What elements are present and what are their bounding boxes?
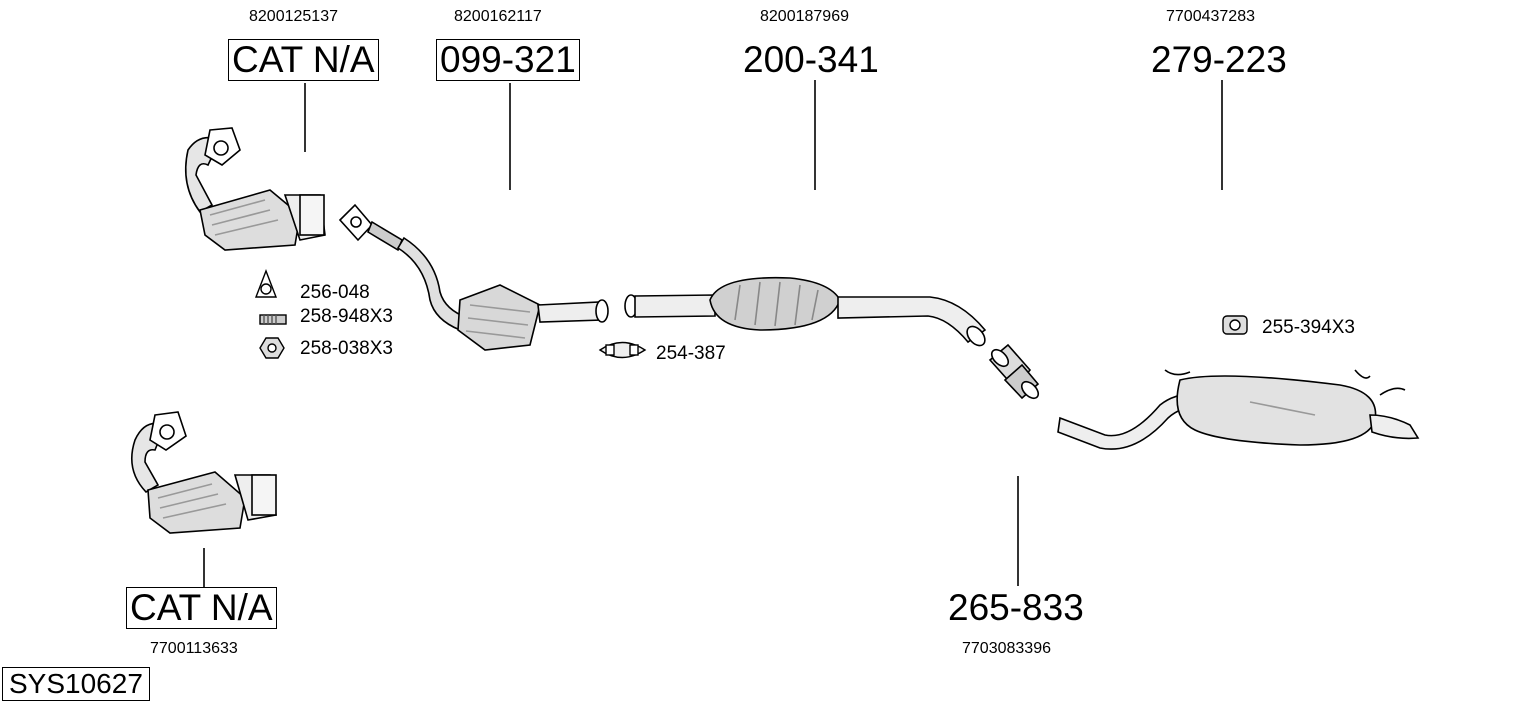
system-code: SYS10627	[2, 667, 150, 701]
part-number[interactable]: CAT N/A	[126, 587, 277, 629]
bolt-icon	[259, 314, 287, 325]
part-number[interactable]: 265-833	[948, 587, 1084, 628]
part-number[interactable]: 099-321	[436, 39, 580, 81]
oem-number: 7703083396	[962, 640, 1051, 657]
oem-number: 8200187969	[760, 8, 849, 25]
intermediate-pipe-drawing	[624, 276, 987, 347]
gasket-icon	[254, 269, 278, 298]
clamp-icon	[598, 341, 647, 359]
accessory-label[interactable]: 256-048	[300, 282, 370, 303]
accessory-label[interactable]: 258-948X3	[300, 306, 393, 327]
catalytic-converter-lower-drawing	[131, 411, 277, 534]
accessory-label[interactable]: 254-387	[656, 343, 726, 364]
oem-number: 8200125137	[249, 8, 338, 25]
oem-number: 7700437283	[1166, 8, 1255, 25]
part-number[interactable]: 279-223	[1151, 39, 1287, 80]
connector-drawing	[988, 343, 1040, 400]
oem-number: 8200162117	[454, 8, 542, 25]
nut-icon	[259, 337, 285, 359]
accessory-label[interactable]: 255-394X3	[1262, 317, 1355, 338]
rubber-mount-icon	[1222, 315, 1248, 335]
part-number[interactable]: CAT N/A	[228, 39, 379, 81]
catalytic-converter-upper-drawing	[184, 127, 326, 251]
accessory-label[interactable]: 258-038X3	[300, 338, 393, 359]
oem-number: 7700113633	[150, 640, 238, 657]
rear-silencer-drawing	[1057, 369, 1420, 450]
front-pipe-drawing	[338, 203, 609, 351]
part-number[interactable]: 200-341	[743, 39, 879, 80]
